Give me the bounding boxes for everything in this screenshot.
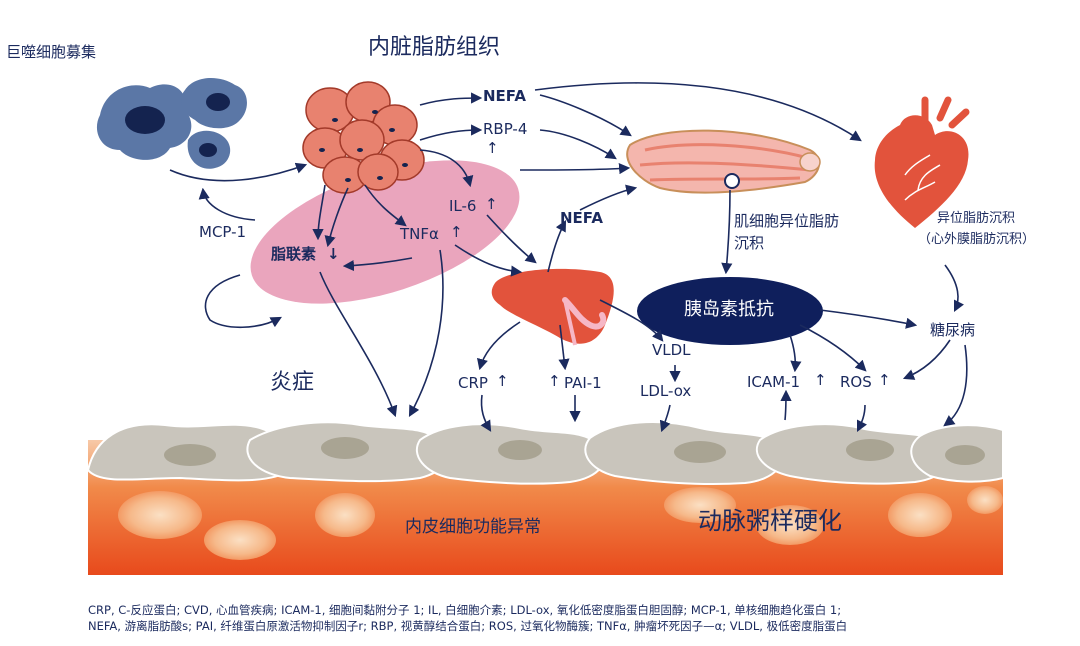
tnfa-up-arrow: ↑ — [450, 223, 463, 241]
label-adiponectin: 脂联素 — [271, 245, 317, 263]
icam1-up-arrow: ↑ — [814, 371, 827, 389]
label-epicardial-fat: （心外膜脂肪沉积） — [918, 232, 1036, 247]
abbreviation-legend: CRP, C-反应蛋白; CVD, 心血管疾病; ICAM-1, 细胞间黏附分子… — [88, 602, 1048, 634]
fat-cell-nuclei — [319, 110, 408, 182]
legend-line-2: NEFA, 游离脂肪酸s; PAI, 纤维蛋白原激活物抑制因子r; RBP, 视… — [88, 619, 848, 633]
adipokine-ellipse — [250, 160, 520, 304]
label-atherosclerosis: 动脉粥样硬化 — [698, 507, 842, 535]
endothelial-nuclei — [164, 437, 985, 466]
liver-shape — [491, 268, 614, 346]
fat-cell-cluster — [302, 81, 425, 194]
label-nefa-top: NEFA — [483, 87, 526, 105]
vessel-bubbles — [118, 486, 1003, 560]
label-ros: ROS — [840, 373, 872, 391]
insulin-resistance-box — [637, 277, 823, 345]
label-tnfa: TNFα — [400, 225, 439, 243]
label-rbp4: RBP-4 — [483, 120, 528, 138]
legend-line-1: CRP, C-反应蛋白; CVD, 心血管疾病; ICAM-1, 细胞间黏附分子… — [88, 603, 842, 617]
rbp4-up-arrow: ↑ — [486, 139, 499, 157]
label-inflammation: 炎症 — [270, 370, 315, 395]
label-pai1: PAI-1 — [564, 374, 602, 392]
label-endothelial-dysfunction: 内皮细胞功能异常 — [405, 517, 541, 537]
label-ectopic-fat: 异位脂肪沉积 — [937, 211, 1016, 226]
label-ldl-ox: LDL-ox — [640, 382, 692, 400]
label-nefa-liver: NEFA — [560, 209, 603, 227]
heart-shape — [874, 96, 970, 228]
label-mcp1: MCP-1 — [199, 223, 247, 241]
pai1-up-arrow: ↑ — [548, 372, 561, 390]
il6-up-arrow: ↑ — [485, 195, 498, 213]
label-diabetes: 糖尿病 — [930, 321, 976, 339]
label-icam1: ICAM-1 — [747, 373, 801, 391]
ros-up-arrow: ↑ — [878, 371, 891, 389]
arrows — [169, 82, 968, 433]
label-il6: IL-6 — [449, 197, 477, 215]
macrophage-cluster — [96, 78, 247, 169]
crp-up-arrow: ↑ — [496, 372, 509, 390]
label-visceral-fat: 内脏脂肪组织 — [368, 35, 501, 60]
label-vldl: VLDL — [652, 341, 691, 359]
muscle-fiber — [626, 129, 821, 194]
label-muscle-ectopic-fat: 肌细胞异位脂肪 沉积 — [734, 212, 840, 252]
label-macrophage-recruitment: 巨噬细胞募集 — [6, 43, 97, 61]
label-crp: CRP — [458, 374, 488, 392]
adiponectin-down-arrow: ↓ — [327, 245, 340, 263]
label-insulin-resistance: 胰岛素抵抗 — [684, 299, 774, 320]
